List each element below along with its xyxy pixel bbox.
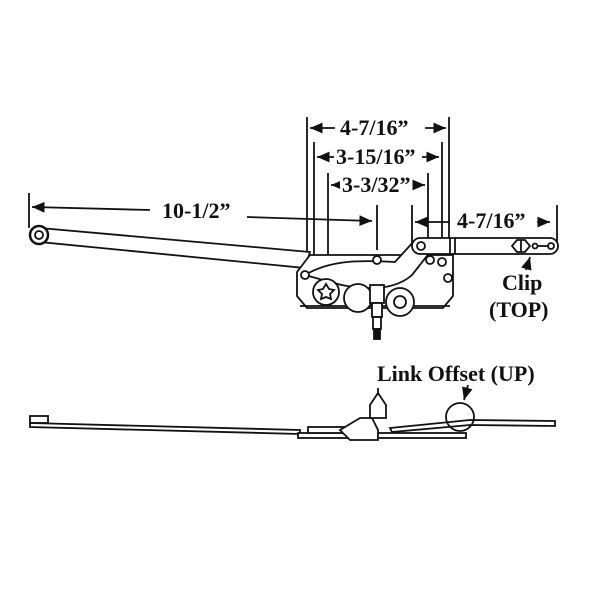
dimension-lines: [28, 117, 558, 265]
link-offset-label: Link Offset (UP): [377, 361, 535, 386]
link-offset-arrow: [462, 384, 473, 401]
dimension-middle: 3-15/16”: [334, 144, 418, 169]
side-view-operator: [29, 388, 556, 441]
dimension-inner: 3-3/32”: [340, 172, 413, 197]
top-view-operator: [28, 224, 559, 340]
clip-label: Clip: [502, 270, 543, 295]
clip-arrow: [521, 256, 532, 271]
clip-top-label: (TOP): [489, 297, 549, 322]
dimension-long-arm: 10-1/2”: [160, 198, 233, 223]
dimension-short-arm: 4-7/16”: [455, 208, 528, 233]
dimension-overall-top: 4-7/16”: [338, 115, 411, 140]
